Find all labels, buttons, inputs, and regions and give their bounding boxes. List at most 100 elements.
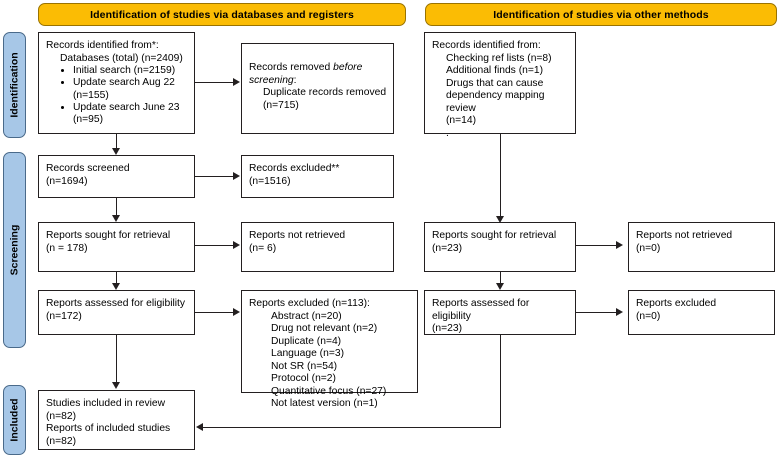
list-item: Additional finds (n=1) <box>446 65 544 77</box>
list-item: Language (n=3) <box>271 348 344 360</box>
arrowhead-other-assessed-to-excluded <box>616 308 623 316</box>
connector-other-assessed-down <box>500 335 502 428</box>
connector-identified-to-screened <box>116 134 118 150</box>
box-other-identified: Records identified from: Checking ref li… <box>424 32 576 139</box>
other-identified-title: Records identified from: <box>432 40 541 51</box>
arrowhead-screened-to-sought <box>112 215 120 222</box>
box-reports-assessed: Reports assessed for eligibility (n=172) <box>38 290 195 335</box>
list-item: Update search Aug 22 (n=155) <box>73 77 188 102</box>
box-other-excluded: Reports excluded (n=0) <box>628 290 775 335</box>
box-reports-not-retrieved: Reports not retrieved (n= 6) <box>241 222 394 272</box>
arrowhead-identified-to-screened <box>112 148 120 155</box>
box-reports-excluded-detail: Reports excluded (n=113): Abstract (n=20… <box>241 290 418 409</box>
other-excluded-line2: (n=0) <box>636 310 661 322</box>
records-excluded-line1: Records excluded** <box>249 163 340 174</box>
list-item: Drugs that can cause <box>446 77 544 89</box>
records-removed-line2-emph: screening <box>249 74 294 86</box>
reports-not-retrieved-line2: (n= 6) <box>249 242 277 254</box>
records-removed-line2: screening: <box>249 75 387 88</box>
list-item: Protocol (n=2) <box>271 373 336 385</box>
list-item: (n=14) <box>446 115 477 127</box>
list-item: Not latest version (n=1) <box>271 398 378 410</box>
phase-label-identification: Identification <box>8 52 21 118</box>
studies-included-line4: (n=82) <box>46 435 77 447</box>
connector-other-sought-to-assessed <box>500 272 502 284</box>
arrowhead-identified-to-removed <box>233 78 240 86</box>
records-identified-bullets: Initial search (n=2159) Update search Au… <box>46 65 188 127</box>
other-sought-line2: (n=23) <box>432 242 463 254</box>
studies-included-line2: (n=82) <box>46 410 77 422</box>
arrowhead-other-identified-to-sought <box>496 216 504 223</box>
arrowhead-screened-to-excluded <box>233 172 240 180</box>
reports-assessed-line2: (n=172) <box>46 310 82 322</box>
records-identified-title: Records identified from*: <box>46 40 159 51</box>
records-excluded-line2: (n=1516) <box>249 175 291 187</box>
arrowhead-assessed-to-excluded-detail <box>233 308 240 316</box>
box-other-not-retrieved: Reports not retrieved (n=0) <box>628 222 775 272</box>
records-removed-line1: Records removed before <box>249 62 387 75</box>
studies-included-line3: Reports of included studies <box>46 423 171 435</box>
header-other-methods: Identification of studies via other meth… <box>425 3 777 26</box>
list-item: Initial search (n=2159) <box>73 65 188 77</box>
box-reports-sought: Reports sought for retrieval (n = 178) <box>38 222 195 272</box>
reports-assessed-line1: Reports assessed for eligibility <box>46 298 186 309</box>
phase-label-included: Included <box>8 398 21 442</box>
list-item: Quantitative focus (n=27) <box>271 385 387 397</box>
connector-other-to-included-horizontal <box>203 427 501 429</box>
connector-assessed-to-included <box>116 335 118 383</box>
box-records-removed: Records removed before screening: Duplic… <box>241 43 394 134</box>
records-removed-line2-tail: : <box>293 74 297 86</box>
connector-other-identified-to-sought <box>500 134 502 218</box>
arrowhead-other-sought-to-not-retrieved <box>616 241 623 249</box>
arrowhead-sought-to-assessed <box>112 283 120 290</box>
box-records-excluded: Records excluded** (n=1516) <box>241 155 394 198</box>
header-databases-registers: Identification of studies via databases … <box>38 3 406 26</box>
connector-other-sought-to-not-retrieved <box>576 245 617 247</box>
connector-assessed-to-excluded-detail <box>195 312 234 314</box>
other-not-retrieved-line1: Reports not retrieved <box>636 230 733 241</box>
connector-sought-to-assessed <box>116 272 118 284</box>
phase-bar-screening: Screening <box>3 152 26 348</box>
phase-bar-identification: Identification <box>3 32 26 138</box>
box-records-screened: Records screened (n=1694) <box>38 155 195 198</box>
other-sought-line1: Reports sought for retrieval <box>432 230 557 241</box>
reports-excluded-title: Reports excluded (n=113): <box>249 298 370 309</box>
box-records-identified: Records identified from*: Databases (tot… <box>38 32 195 134</box>
list-item: Duplicate (n=4) <box>271 335 342 347</box>
other-not-retrieved-line2: (n=0) <box>636 242 661 254</box>
other-assessed-line1: Reports assessed for eligibility <box>432 298 533 322</box>
arrowhead-other-sought-to-assessed <box>496 283 504 290</box>
other-excluded-line1: Reports excluded <box>636 298 717 309</box>
list-item: Update search June 23 (n=95) <box>73 102 188 127</box>
records-screened-line1: Records screened <box>46 163 130 174</box>
list-item: dependency mapping review <box>446 90 548 114</box>
list-item: Checking ref lists (n=8) <box>446 52 552 64</box>
connector-other-assessed-to-excluded <box>576 312 617 314</box>
records-removed-line4: (n=715) <box>263 99 299 111</box>
header-databases-registers-label: Identification of studies via databases … <box>90 8 354 21</box>
connector-identified-to-removed <box>195 82 234 84</box>
arrowhead-sought-to-not-retrieved <box>233 241 240 249</box>
other-assessed-line2: (n=23) <box>432 323 463 335</box>
connector-screened-to-excluded <box>195 176 234 178</box>
arrowhead-other-to-included <box>196 423 203 431</box>
records-screened-line2: (n=1694) <box>46 175 88 187</box>
reports-sought-line1: Reports sought for retrieval <box>46 230 171 241</box>
phase-bar-included: Included <box>3 385 26 455</box>
list-item: . <box>446 127 449 139</box>
list-item: Abstract (n=20) <box>271 310 342 322</box>
records-removed-line1-emph: before <box>333 62 363 73</box>
studies-included-line1: Studies included in review <box>46 398 166 409</box>
phase-label-screening: Screening <box>8 224 21 276</box>
connector-screened-to-sought <box>116 198 118 216</box>
list-item: Drug not relevant (n=2) <box>271 323 378 335</box>
box-studies-included: Studies included in review (n=82) Report… <box>38 390 195 450</box>
records-removed-line1-lead: Records removed <box>249 62 334 73</box>
box-other-assessed: Reports assessed for eligibility (n=23) <box>424 290 576 335</box>
list-item: Not SR (n=54) <box>271 360 338 372</box>
reports-sought-line2: (n = 178) <box>46 242 88 254</box>
arrowhead-assessed-to-included <box>112 382 120 389</box>
reports-not-retrieved-line1: Reports not retrieved <box>249 230 346 241</box>
records-removed-line3: Duplicate records removed <box>263 87 387 99</box>
